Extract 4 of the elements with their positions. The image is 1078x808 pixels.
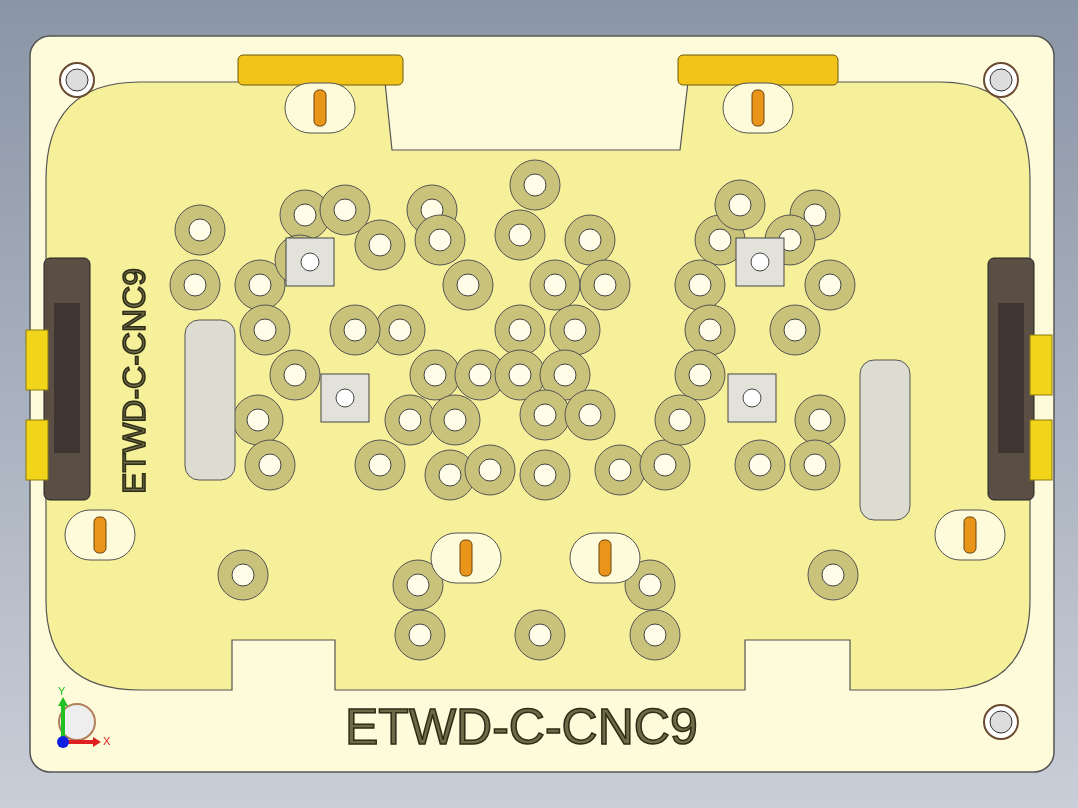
axis-label: X xyxy=(103,736,111,747)
engraved-part-number: ETWD-C-CNC9 xyxy=(345,702,698,752)
engraved-part-number: ETWD-C-CNC9 xyxy=(118,268,150,494)
axis-label: Y xyxy=(58,686,66,697)
